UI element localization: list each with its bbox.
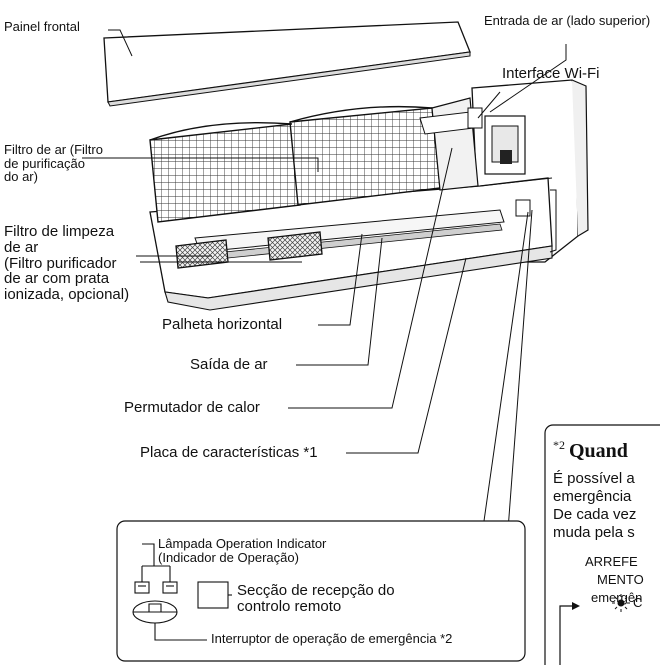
label-cleaning-filter: Filtro de limpeza de ar (Filtro purifica… bbox=[4, 223, 130, 303]
detail-symbols bbox=[132, 543, 232, 641]
side-box-indicator-label: C bbox=[633, 595, 643, 610]
side-box-line-2: emergência bbox=[553, 488, 632, 505]
side-box-mode-3: emergên bbox=[591, 590, 643, 605]
label-front-panel: Painel frontal bbox=[4, 19, 80, 34]
label-remote-receiver: Secção de recepção do controlo remoto bbox=[237, 582, 395, 615]
label-air-inlet: Entrada de ar (lado superior) bbox=[484, 13, 651, 28]
label-air-outlet: Saída de ar bbox=[190, 356, 268, 373]
side-box-line-4: muda pela s bbox=[553, 524, 635, 541]
label-wifi-interface: Interface Wi-Fi bbox=[502, 65, 600, 82]
wifi-module-drawing bbox=[467, 107, 526, 175]
side-box-content: *2 Quand É possível a emergência De cada… bbox=[545, 425, 660, 665]
side-box-superscript: *2 bbox=[553, 438, 565, 452]
label-operation-lamp: Lâmpada Operation Indicator (Indicador d… bbox=[158, 536, 327, 565]
side-box bbox=[544, 424, 660, 665]
label-heat-exchanger: Permutador de calor bbox=[124, 399, 260, 416]
label-emergency-switch: Interruptor de operação de emergência *2 bbox=[211, 631, 453, 646]
side-box-mode-2: MENTO bbox=[597, 572, 644, 587]
label-air-filter: Filtro de ar (Filtro de purificação do a… bbox=[4, 142, 103, 185]
detail-callout-box bbox=[116, 520, 526, 662]
indoor-unit-body bbox=[149, 79, 589, 311]
label-horizontal-louver: Palheta horizontal bbox=[162, 316, 283, 333]
front-panel-drawing bbox=[103, 21, 471, 107]
label-nameplate: Placa de características *1 bbox=[140, 444, 318, 461]
side-box-line-3: De cada vez bbox=[553, 506, 637, 523]
leader-lines bbox=[82, 29, 567, 536]
side-box-title: Quand bbox=[569, 440, 628, 462]
side-box-mode-1: ARREFE bbox=[585, 554, 638, 569]
cleaning-filter-right bbox=[267, 231, 323, 261]
side-box-line-1: É possível a bbox=[553, 470, 635, 487]
